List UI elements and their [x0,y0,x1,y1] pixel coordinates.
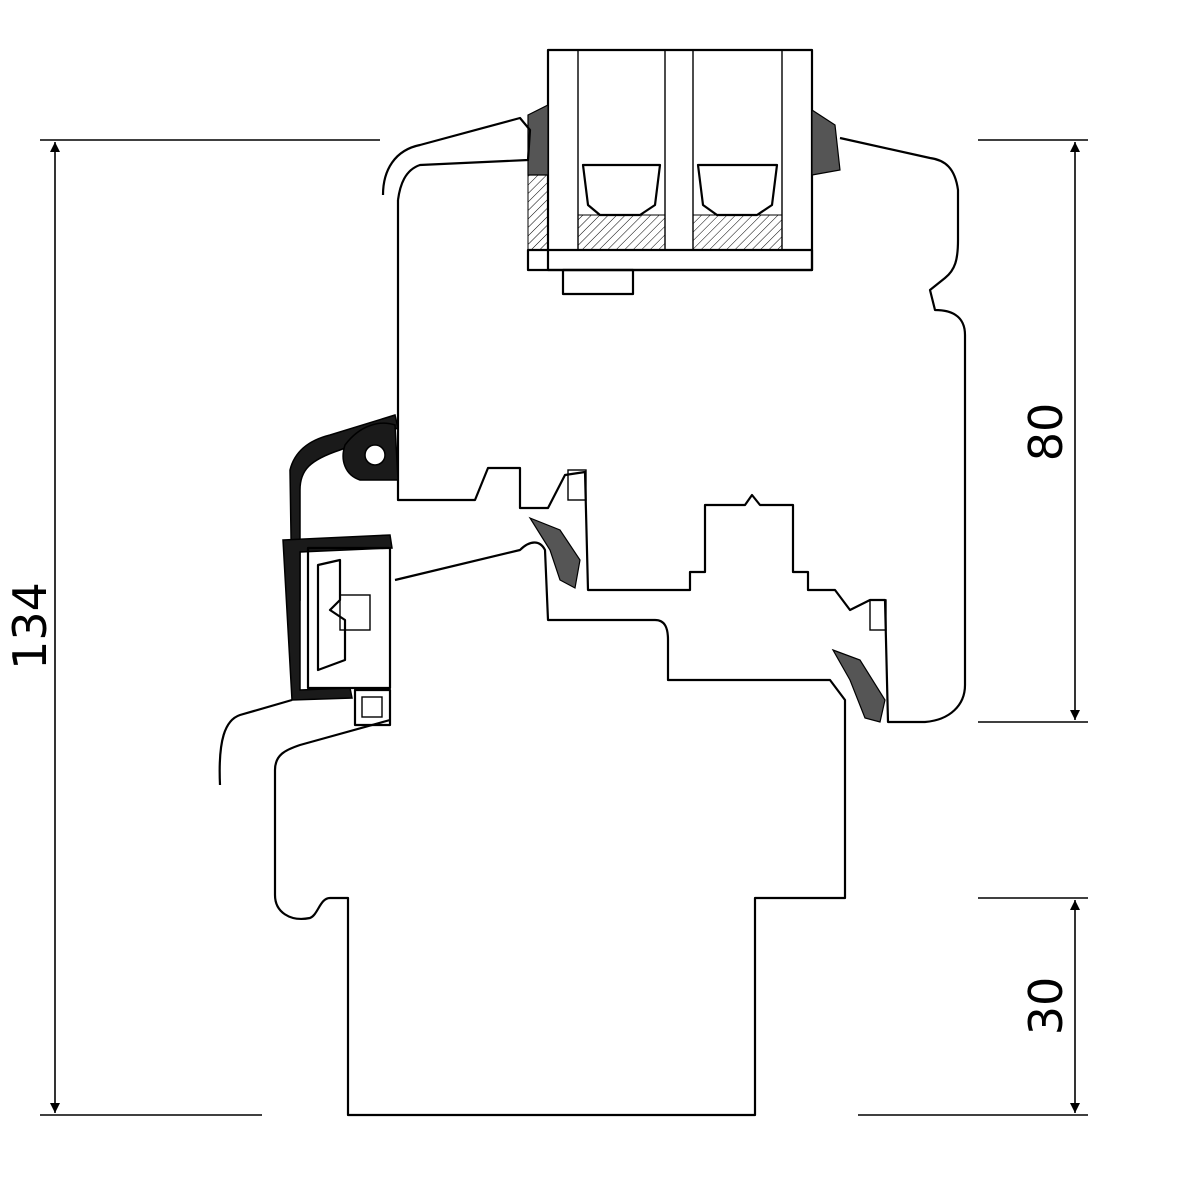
dimension-sash: 80 [978,139,1088,723]
dimension-frame-bottom: 30 [858,897,1088,1116]
dimension-label-134: 134 [3,582,57,670]
frame-profile [273,541,847,1117]
weather-drip [218,414,399,786]
dimension-overall: 134 [3,139,380,1116]
sash-profile [396,136,967,724]
frame-seal-carrier [306,546,392,727]
glazing-bead [381,116,532,201]
dimension-label-30: 30 [1019,977,1073,1036]
sash-seals [528,469,887,723]
dimension-label-80: 80 [1019,403,1073,462]
glazing-unit [526,48,841,296]
